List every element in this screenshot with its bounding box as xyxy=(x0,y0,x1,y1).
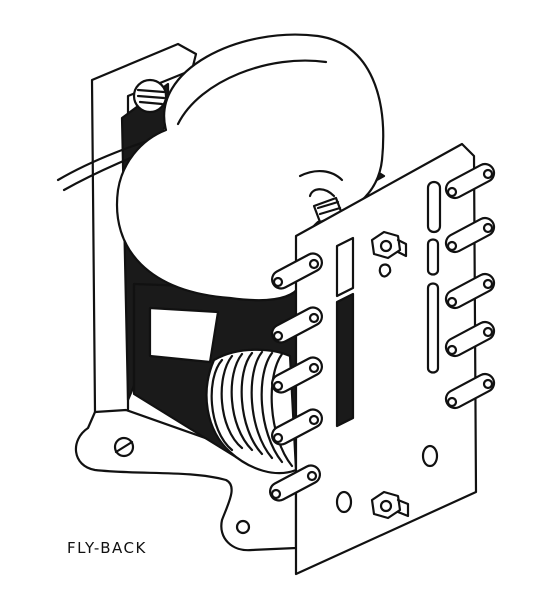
rear-bracket xyxy=(74,42,298,552)
front-terminal-plate xyxy=(294,142,478,576)
right-terminals xyxy=(444,162,496,410)
figure-caption: FLY-BACK xyxy=(67,539,147,557)
bottom-hex-nut xyxy=(370,490,410,520)
left-terminals xyxy=(269,252,323,502)
top-hex-nut xyxy=(370,230,408,260)
rear-terminal-bolt xyxy=(132,78,168,114)
